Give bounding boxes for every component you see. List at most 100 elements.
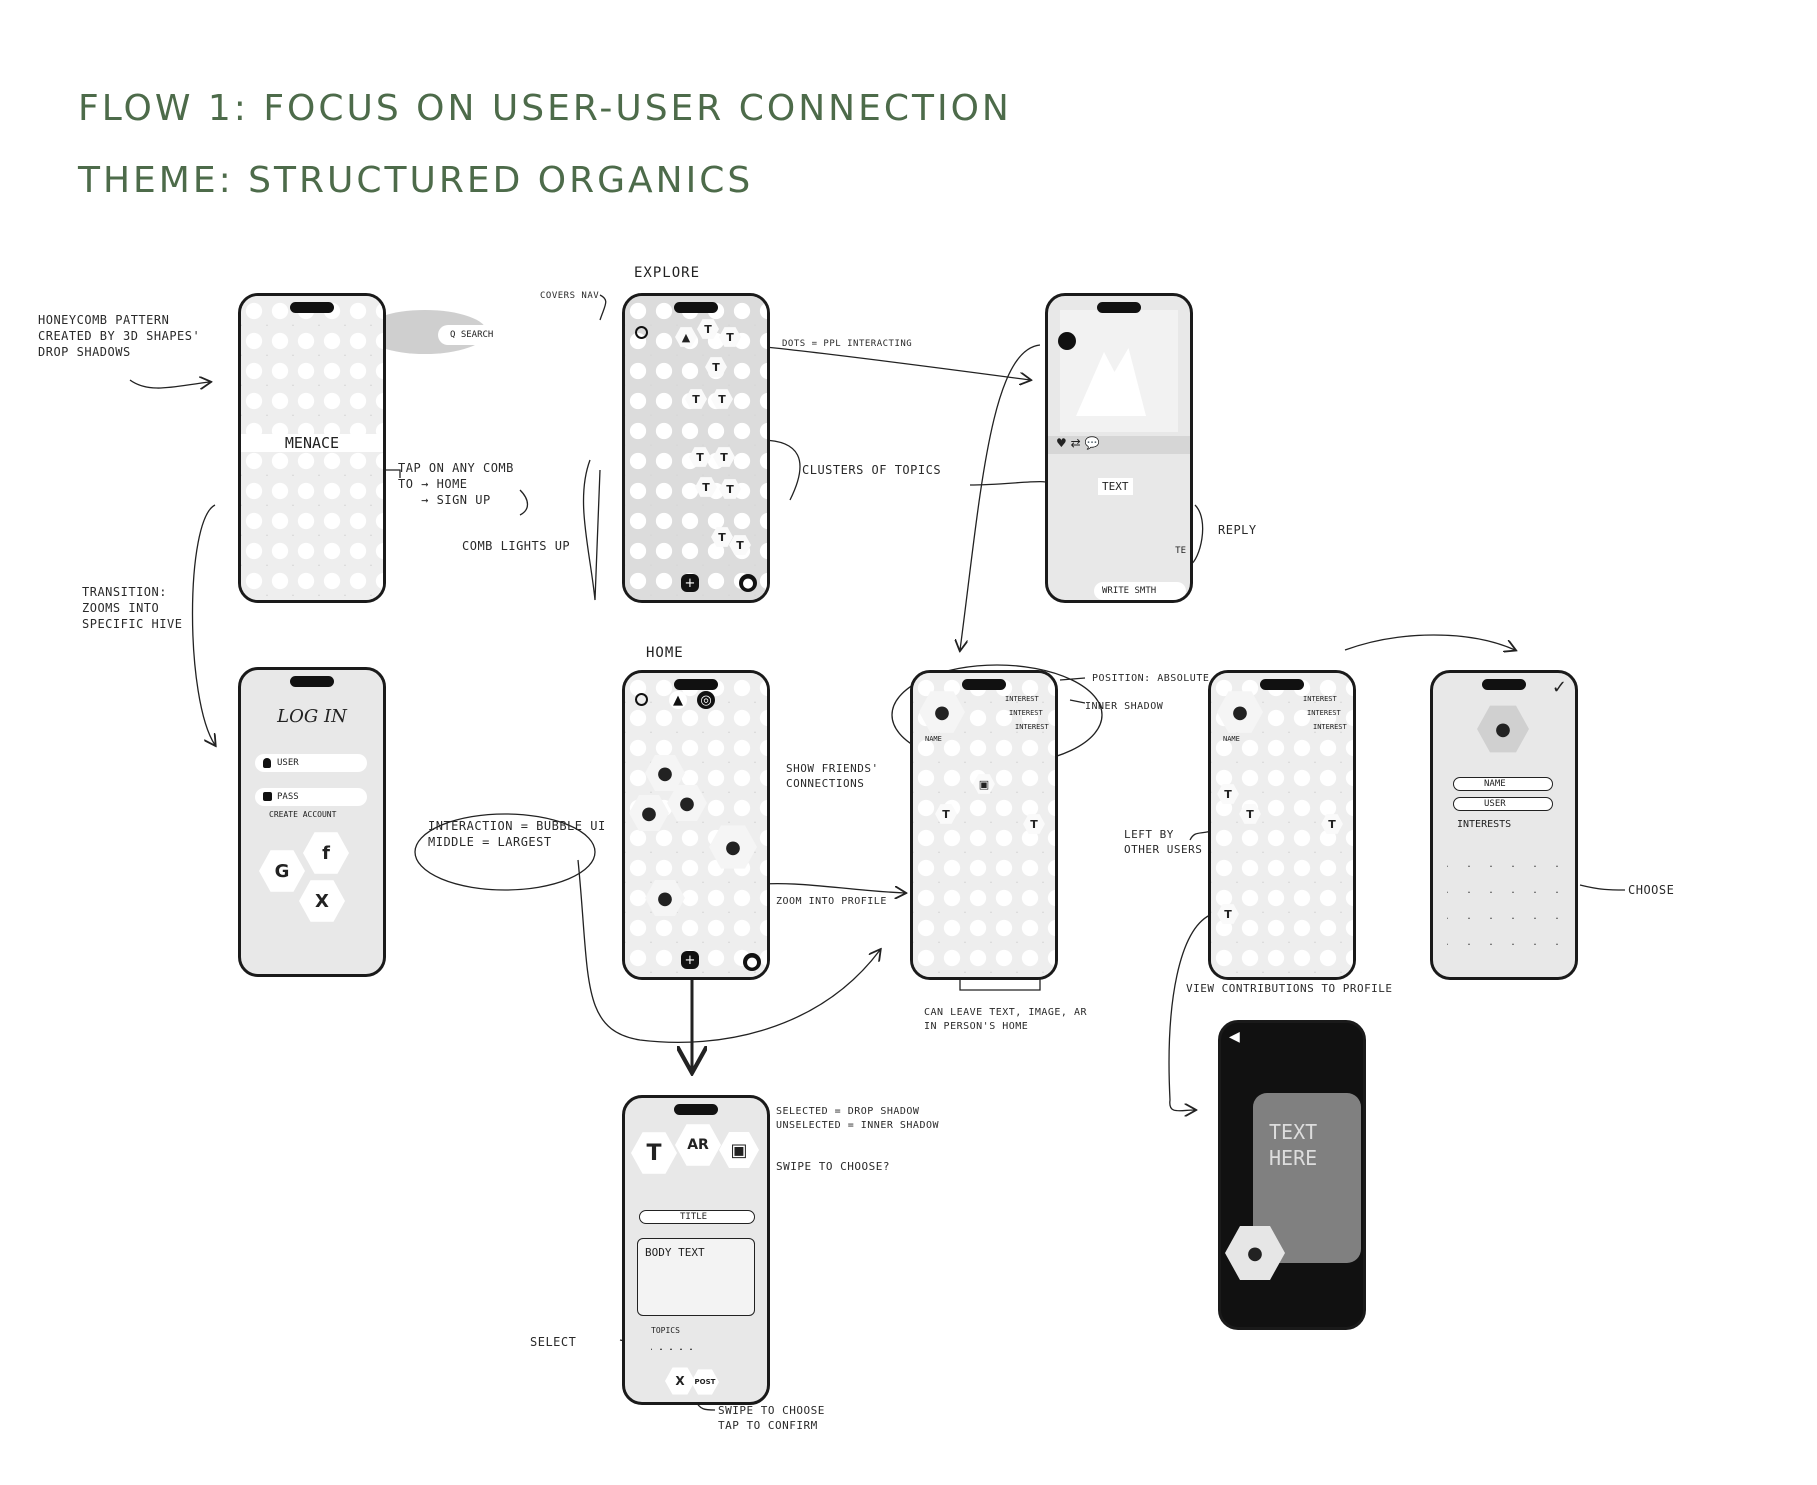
note-choose: CHOOSE [1628,883,1675,897]
topic-hex[interactable]: T [711,389,733,409]
note-position: POSITION: ABSOLUTE [1092,673,1210,684]
topic-hex[interactable]: T [685,389,707,409]
note-select: SELECT [530,1335,577,1349]
heart-icon[interactable]: ♥ [1056,436,1067,450]
note-clusters: CLUSTERS OF TOPICS [802,463,942,477]
add-button[interactable]: + [681,574,699,592]
search-icon[interactable] [635,326,648,339]
profile-screen: ● NAME INTEREST INTEREST INTEREST T T ▣ [910,670,1058,980]
topic-hex[interactable]: ▲ [675,327,697,347]
add-button[interactable]: + [681,951,699,969]
cancel-hex[interactable]: X [665,1367,695,1395]
profile-button[interactable]: ● [743,953,761,971]
back-icon[interactable]: ◀ [1229,1029,1240,1045]
name-field[interactable]: NAME [1453,777,1553,791]
search-icon[interactable] [635,693,648,706]
interests-hex-grid[interactable] [1447,841,1563,961]
notch [290,676,334,687]
note-covers-nav: COVERS NAV [540,291,600,301]
comment-icon[interactable]: 💬 [1084,436,1100,450]
contribution-hex[interactable]: T [1321,814,1343,834]
topic-hex[interactable]: T [689,447,711,467]
home-label: HOME [646,645,684,661]
home-icon[interactable]: ▲ [669,691,687,709]
topic-hex[interactable]: T [729,535,751,555]
text-type-hex[interactable]: T [631,1132,677,1174]
splash-title: MENACE [241,434,383,452]
note-selected: SELECTED = DROP SHADOW UNSELECTED = INNE… [776,1106,940,1131]
login-screen: LOG IN USER PASS CREATE ACCOUNT G f X [238,667,386,977]
explore-screen: ▲ T T T T T T T T T T T + ● [622,293,770,603]
contribution-hex[interactable]: T [1239,804,1261,824]
user-field[interactable]: USER [255,754,367,772]
x-button[interactable]: X [299,880,345,922]
google-button[interactable]: G [259,850,305,892]
text-content: TEXT HERE [1269,1120,1318,1170]
topic-hex[interactable]: T [695,477,717,497]
explore-icon[interactable]: ◎ [697,691,715,709]
note-reply: REPLY [1218,523,1257,537]
notch [674,302,718,313]
create-account-link[interactable]: CREATE ACCOUNT [269,810,337,819]
friend-hex[interactable]: ● [645,755,685,791]
user-icon [263,758,271,768]
search-pill[interactable]: Q SEARCH [438,325,558,345]
write-field[interactable]: WRITE SMTH [1094,582,1186,600]
facebook-button[interactable]: f [303,832,349,874]
contribution-hex[interactable]: ▣ [973,774,995,794]
friend-hex[interactable]: ● [645,880,685,916]
edit-profile-screen: ✓ ● NAME USER INTERESTS [1430,670,1578,980]
title-field[interactable]: TITLE [639,1210,755,1224]
create-post-screen: T AR ▣ TITLE BODY TEXT TOPICS X POST [622,1095,770,1405]
note-show-friends: SHOW FRIENDS' CONNECTIONS [786,762,879,790]
image-type-hex[interactable]: ▣ [719,1132,759,1168]
note-dots: DOTS = PPL INTERACTING [782,339,913,349]
note-tap-comb: TAP ON ANY COMB TO → HOME → SIGN UP [398,461,514,508]
explore-label: EXPLORE [634,265,701,281]
topic-hex[interactable]: T [713,447,735,467]
notch [962,679,1006,690]
pass-field[interactable]: PASS [255,788,367,806]
profile-name: NAME [925,735,942,743]
repost-icon[interactable]: ⇄ [1070,436,1081,450]
check-icon[interactable]: ✓ [1551,677,1567,698]
friend-hex[interactable]: ● [667,785,707,821]
contribution-hex[interactable]: T [1023,814,1045,834]
notch [1482,679,1526,690]
contribution-hex[interactable]: T [935,804,957,824]
topic-hex[interactable]: T [719,479,741,499]
topic-hex[interactable]: T [719,327,741,347]
topic-hex[interactable]: T [705,357,727,377]
friend-hex[interactable]: ● [629,795,669,831]
body-placeholder: BODY TEXT [645,1246,705,1259]
interests-label: INTERESTS [1457,819,1512,830]
interest-3: INTEREST [1015,723,1049,731]
avatar[interactable]: ● [1477,705,1529,753]
notch [1097,302,1141,313]
user-field[interactable]: USER [1453,797,1553,811]
interest-3: INTEREST [1313,723,1347,731]
post-detail-screen: ♥ ⇄ 💬 TEXT TE WRITE SMTH [1045,293,1193,603]
note-interaction: INTERACTION = BUBBLE UI MIDDLE = LARGEST [428,819,606,850]
body-field[interactable] [637,1238,755,1316]
notch [674,679,718,690]
note-honeycomb: HONEYCOMB PATTERN CREATED BY 3D SHAPES' … [38,313,201,360]
author-avatar[interactable]: ● [1225,1226,1285,1280]
note-swipe-confirm: SWIPE TO CHOOSE TAP TO CONFIRM [718,1404,825,1432]
note-can-leave: CAN LEAVE TEXT, IMAGE, AR IN PERSON'S HO… [924,1007,1088,1032]
note-transition: TRANSITION: ZOOMS INTO SPECIFIC HIVE [82,585,183,632]
notch [1260,679,1304,690]
avatar[interactable] [1058,332,1076,350]
theme-heading: THEME: STRUCTURED ORGANICS [78,160,754,201]
topics-hex-cluster[interactable] [651,1338,699,1360]
contribution-hex[interactable]: T [1217,904,1239,924]
post-hex[interactable]: POST [691,1369,719,1395]
note-inner-shadow: INNER SHADOW [1085,701,1164,712]
profile-name: NAME [1223,735,1240,743]
home-screen: ▲ ◎ ● ● ● ● ● + ● [622,670,770,980]
profile-button[interactable]: ● [739,574,757,592]
topic-hex[interactable]: T [697,319,719,339]
topic-hex[interactable]: T [711,527,733,547]
ar-type-hex[interactable]: AR [675,1124,721,1166]
contribution-hex[interactable]: T [1217,784,1239,804]
